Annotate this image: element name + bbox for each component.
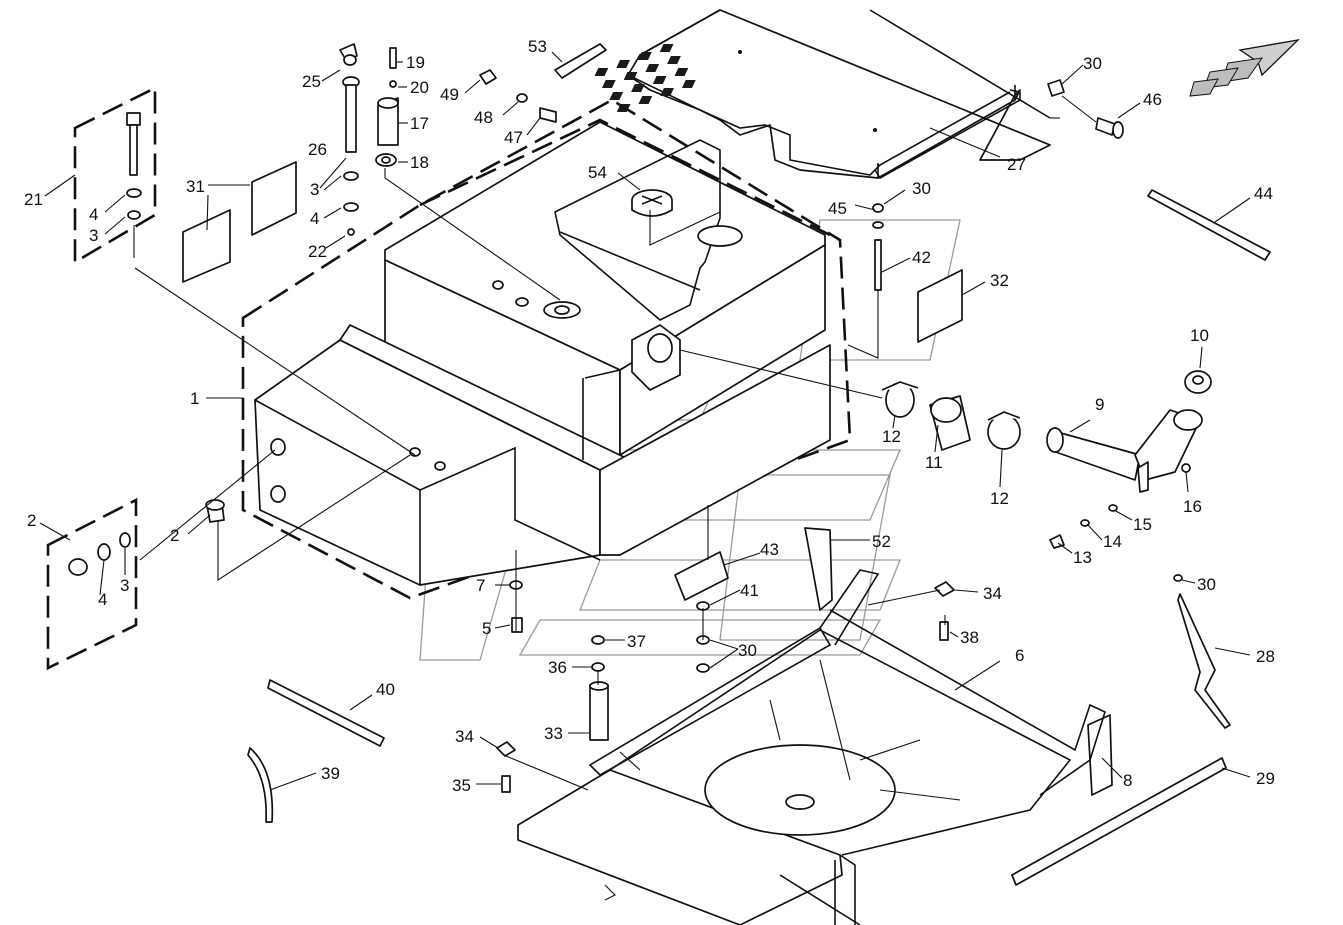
label-17: 17	[410, 114, 429, 133]
label-12: 12	[990, 489, 1009, 508]
label-33: 33	[544, 724, 563, 743]
label-46: 46	[1143, 90, 1162, 109]
label-32: 32	[990, 271, 1009, 290]
label-19: 19	[406, 53, 425, 72]
bar-29	[1011, 757, 1227, 886]
label-4: 4	[89, 205, 98, 224]
label-43: 43	[760, 540, 779, 559]
label-48: 48	[474, 108, 493, 127]
strip-39	[247, 747, 274, 823]
label-22: 22	[308, 242, 327, 261]
sub-frame	[517, 569, 1106, 925]
label-30: 30	[1083, 54, 1102, 73]
label-34: 34	[983, 584, 1002, 603]
fuel-tank	[254, 121, 831, 586]
label-6: 6	[1015, 646, 1024, 665]
label-5: 5	[482, 619, 491, 638]
leader-lines	[39, 51, 1251, 791]
label-36: 36	[548, 658, 567, 677]
direction-arrow-icon	[1189, 39, 1300, 97]
label-7: 7	[476, 576, 485, 595]
tank-cap	[631, 189, 673, 217]
label-9: 9	[1095, 395, 1104, 414]
label-4: 4	[98, 590, 107, 609]
bolt-set-47-49	[479, 43, 607, 123]
bracket-28	[1173, 574, 1231, 729]
label-47: 47	[504, 128, 523, 147]
label-1: 1	[190, 389, 199, 408]
label-2: 2	[27, 511, 36, 530]
label-12: 12	[882, 427, 901, 446]
label-42: 42	[912, 248, 931, 267]
label-34: 34	[455, 727, 474, 746]
label-30: 30	[738, 641, 757, 660]
label-40: 40	[376, 680, 395, 699]
label-45: 45	[828, 199, 847, 218]
pad-plate-32	[917, 269, 963, 343]
label-28: 28	[1256, 647, 1275, 666]
label-29: 29	[1256, 769, 1275, 788]
label-3: 3	[310, 180, 319, 199]
label-11: 11	[925, 453, 943, 472]
label-4: 4	[310, 209, 319, 228]
label-53: 53	[528, 37, 547, 56]
stud-42	[872, 203, 884, 291]
label-49: 49	[440, 85, 459, 104]
vent-assembly	[339, 43, 399, 236]
tank-outline-dashed	[241, 98, 852, 600]
label-54: 54	[588, 163, 607, 182]
label-37: 37	[627, 632, 646, 651]
label-26: 26	[308, 140, 327, 159]
drain-plug-group	[46, 497, 225, 671]
label-2: 2	[170, 526, 179, 545]
label-21: 21	[24, 190, 43, 209]
label-35: 35	[452, 776, 471, 795]
label-3: 3	[89, 226, 98, 245]
label-30: 30	[912, 179, 931, 198]
label-41: 41	[740, 581, 759, 600]
label-38: 38	[960, 628, 979, 647]
label-44: 44	[1254, 184, 1273, 203]
label-16: 16	[1183, 497, 1202, 516]
filler-hose-group	[881, 370, 1212, 493]
label-18: 18	[410, 153, 429, 172]
frame-plate	[594, 9, 1051, 180]
label-20: 20	[410, 78, 429, 97]
label-39: 39	[321, 764, 340, 783]
pad-plates	[182, 161, 297, 283]
label-10: 10	[1190, 326, 1209, 345]
label-13: 13	[1073, 548, 1092, 567]
label-31: 31	[186, 177, 205, 196]
label-3: 3	[120, 576, 129, 595]
left-bolt-group	[73, 85, 157, 265]
label-30: 30	[1197, 575, 1216, 594]
label-8: 8	[1123, 771, 1132, 790]
rod-44	[1147, 189, 1271, 261]
rod-40	[267, 679, 385, 747]
label-52: 52	[872, 532, 891, 551]
part-labels: 1 2 2 3 3 3 4 4 4 5 6 7 8 9 10 11 12 12 …	[24, 37, 1275, 795]
label-25: 25	[302, 72, 321, 91]
label-15: 15	[1133, 515, 1152, 534]
label-14: 14	[1103, 532, 1122, 551]
mount-parts	[509, 527, 833, 741]
bracket-34-35	[496, 741, 516, 793]
bolt-set-30-46	[1047, 79, 1124, 139]
label-27: 27	[1007, 155, 1026, 174]
